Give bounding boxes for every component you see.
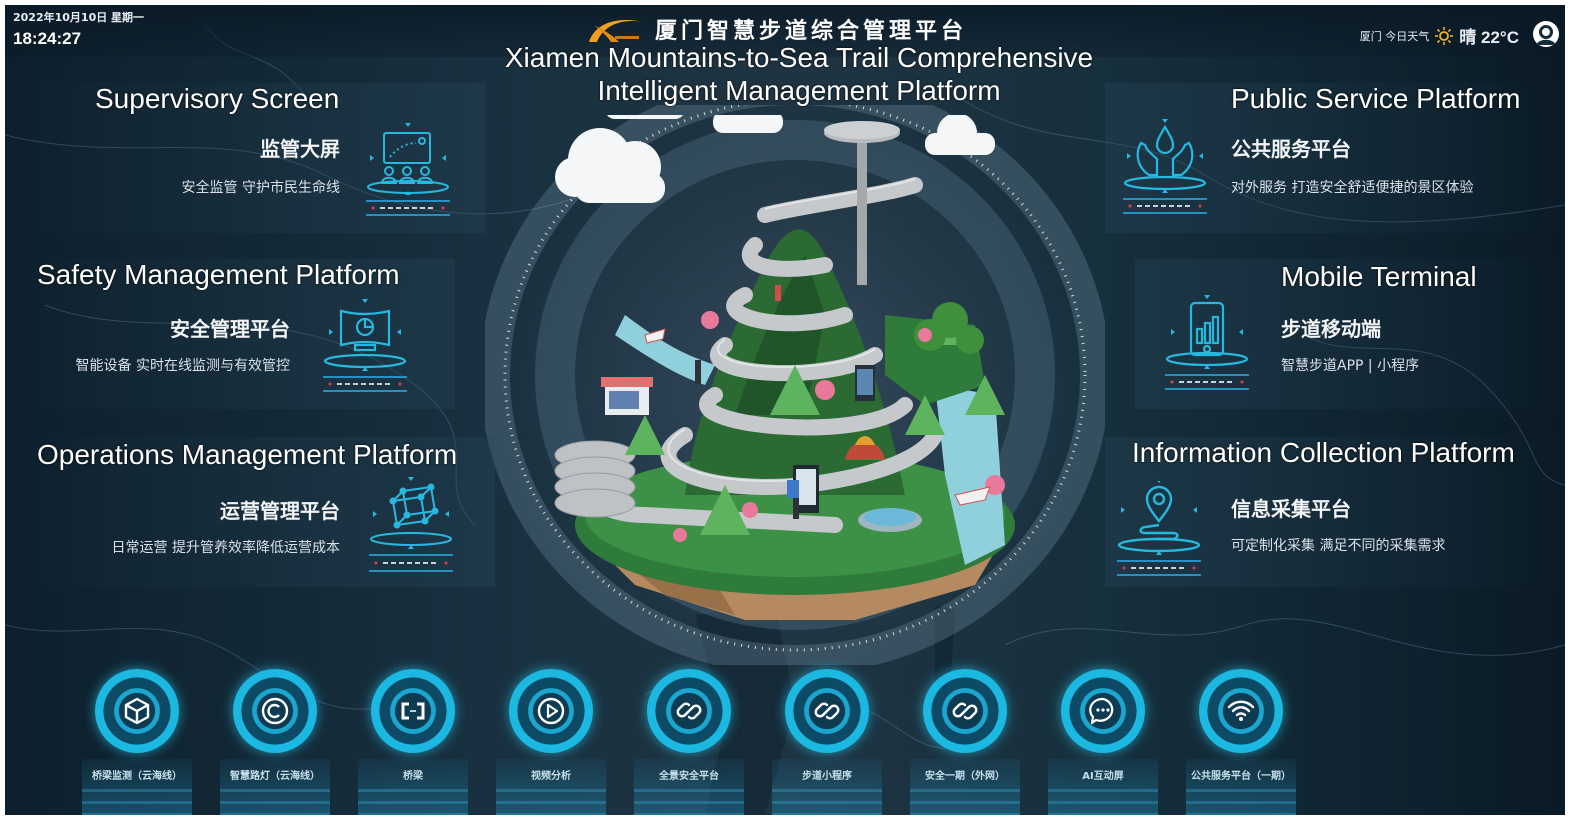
top-bar — [5, 5, 1565, 57]
weather-condition: 晴 22°C — [1459, 28, 1519, 47]
panel-bg — [5, 437, 495, 587]
sun-icon — [1435, 26, 1454, 45]
cloud — [555, 128, 665, 203]
quick-link-label: 公共服务平台（一期） — [1186, 767, 1296, 782]
wifi-icon — [1227, 700, 1255, 721]
panel-title-en: Information Collection Platform — [1132, 437, 1515, 468]
panel-title-cn: 步道移动端 — [1281, 317, 1381, 341]
panel-safety-management[interactable]: Safety Management Platform 安全管理平台 智能设备 实… — [5, 259, 485, 409]
panel-desc: 安全监管 守护市民生命线 — [181, 180, 340, 196]
page-title-cn: 厦门智慧步道综合管理平台 — [655, 19, 968, 44]
title-block: 厦门智慧步道综合管理平台 — [585, 13, 967, 45]
panel-title-cn: 安全管理平台 — [170, 317, 290, 341]
quick-link-ring — [785, 669, 869, 753]
panel-title-en: Public Service Platform — [1231, 83, 1521, 114]
page-title-en: Xiamen Mountains-to-Sea Trail Comprehens… — [5, 41, 1565, 107]
quick-link-ring — [1199, 669, 1283, 753]
chat-bubble-icon — [1089, 697, 1114, 725]
quick-link-ring — [95, 669, 179, 753]
quick-link-label: 视频分析 — [496, 767, 606, 782]
panel-bg — [1105, 83, 1565, 233]
play-icon — [537, 697, 565, 725]
cloud — [607, 115, 683, 119]
copyright-icon — [261, 697, 289, 725]
panel-information-collection[interactable]: Information Collection Platform 信息采集平台 可… — [1105, 437, 1565, 587]
quick-link-smart-streetlight[interactable]: 智慧路灯（云海线） — [220, 669, 330, 815]
quick-link-label: 智慧路灯（云海线） — [220, 767, 330, 782]
quick-link-bridge[interactable]: 桥梁 — [358, 669, 468, 815]
network-cube-icon — [369, 477, 453, 572]
panel-title-cn: 公共服务平台 — [1231, 137, 1351, 161]
panel-desc: 可定制化采集 满足不同的采集需求 — [1231, 538, 1446, 554]
monitor-chart-icon — [323, 299, 407, 392]
panel-title-cn: 监管大屏 — [260, 137, 340, 161]
title-en-line2: Intelligent Management Platform — [597, 75, 1001, 106]
quick-link-video-analysis[interactable]: 视频分析 — [496, 669, 606, 815]
strategy-board-icon — [366, 123, 450, 216]
title-en-line1: Xiamen Mountains-to-Sea Trail Comprehens… — [504, 42, 1094, 73]
weather-widget: 厦门 今日天气 晴 22°C — [1360, 23, 1519, 48]
cube-icon — [124, 697, 150, 725]
panel-title-en: Safety Management Platform — [37, 259, 400, 290]
quick-link-label: 桥梁 — [358, 767, 468, 782]
panel-public-service[interactable]: Public Service Platform 公共服务平台 对外服务 打造安全… — [1105, 83, 1565, 233]
panel-mobile-terminal[interactable]: Mobile Terminal 步道移动端 智慧步道APP | 小程序 — [1105, 259, 1565, 409]
quick-link-bridge-monitoring[interactable]: 桥梁监测（云海线） — [82, 669, 192, 815]
panel-title-cn: 运营管理平台 — [220, 499, 340, 523]
panel-bg — [1135, 259, 1565, 409]
panel-title-en: Supervisory Screen — [95, 83, 340, 114]
quick-link-ring — [923, 669, 1007, 753]
panel-title-cn: 信息采集平台 — [1231, 497, 1351, 521]
panel-desc: 对外服务 打造安全舒适便捷的景区体验 — [1231, 180, 1474, 196]
quick-link-safety-phase1[interactable]: 安全一期（外网） — [910, 669, 1020, 815]
quick-link-panoramic-safety[interactable]: 全景安全平台 — [634, 669, 744, 815]
quick-link-trail-miniprogram[interactable]: 步道小程序 — [772, 669, 882, 815]
quick-link-ring — [647, 669, 731, 753]
quick-link-ai-interactive-screen[interactable]: AI互动屏 — [1048, 669, 1158, 815]
floating-island-illustration — [554, 115, 1015, 620]
weather-city-label: 厦门 今日天气 — [1359, 29, 1430, 43]
quick-link-ring — [371, 669, 455, 753]
quick-link-label: 安全一期（外网） — [910, 767, 1020, 782]
cloud — [925, 115, 995, 155]
dashboard-screen: 2022年10月10日 星期一 18:24:27 厦门智慧步道综合管理平台 Xi… — [5, 5, 1565, 815]
panel-desc: 智慧步道APP | 小程序 — [1281, 358, 1420, 374]
user-avatar-icon[interactable] — [1533, 21, 1559, 47]
quick-link-ring — [1061, 669, 1145, 753]
panel-operations-management[interactable]: Operations Management Platform 运营管理平台 日常… — [5, 437, 505, 587]
quick-link-ring — [509, 669, 593, 753]
quick-link-label: 步道小程序 — [772, 767, 882, 782]
quick-link-label: 全景安全平台 — [634, 767, 744, 782]
panel-desc: 日常运营 提升管养效率降低运营成本 — [111, 540, 340, 556]
panel-title-en: Mobile Terminal — [1281, 261, 1477, 292]
link-icon — [952, 702, 978, 720]
hands-drop-icon — [1123, 119, 1207, 214]
location-pin-icon — [1117, 481, 1201, 576]
quick-link-public-service-phase1[interactable]: 公共服务平台（一期） — [1186, 669, 1296, 815]
cloud — [713, 115, 783, 133]
quick-link-label: AI互动屏 — [1048, 767, 1158, 782]
date-text: 2022年10月10日 星期一 — [13, 11, 145, 24]
panel-title-en: Operations Management Platform — [37, 439, 458, 470]
bracket-link-icon — [401, 702, 425, 720]
clock-text: 18:24:27 — [13, 29, 82, 48]
quick-link-ring — [233, 669, 317, 753]
quick-link-label: 桥梁监测（云海线） — [82, 767, 192, 782]
panel-supervisory-screen[interactable]: Supervisory Screen 监管大屏 安全监管 守护市民生命线 — [5, 83, 485, 233]
link-icon — [676, 702, 702, 720]
mobile-phone-icon — [1165, 295, 1249, 390]
panel-desc: 智能设备 实时在线监测与有效管控 — [75, 358, 290, 374]
link-icon — [814, 702, 840, 720]
orange-swoosh-logo-icon — [589, 20, 643, 42]
